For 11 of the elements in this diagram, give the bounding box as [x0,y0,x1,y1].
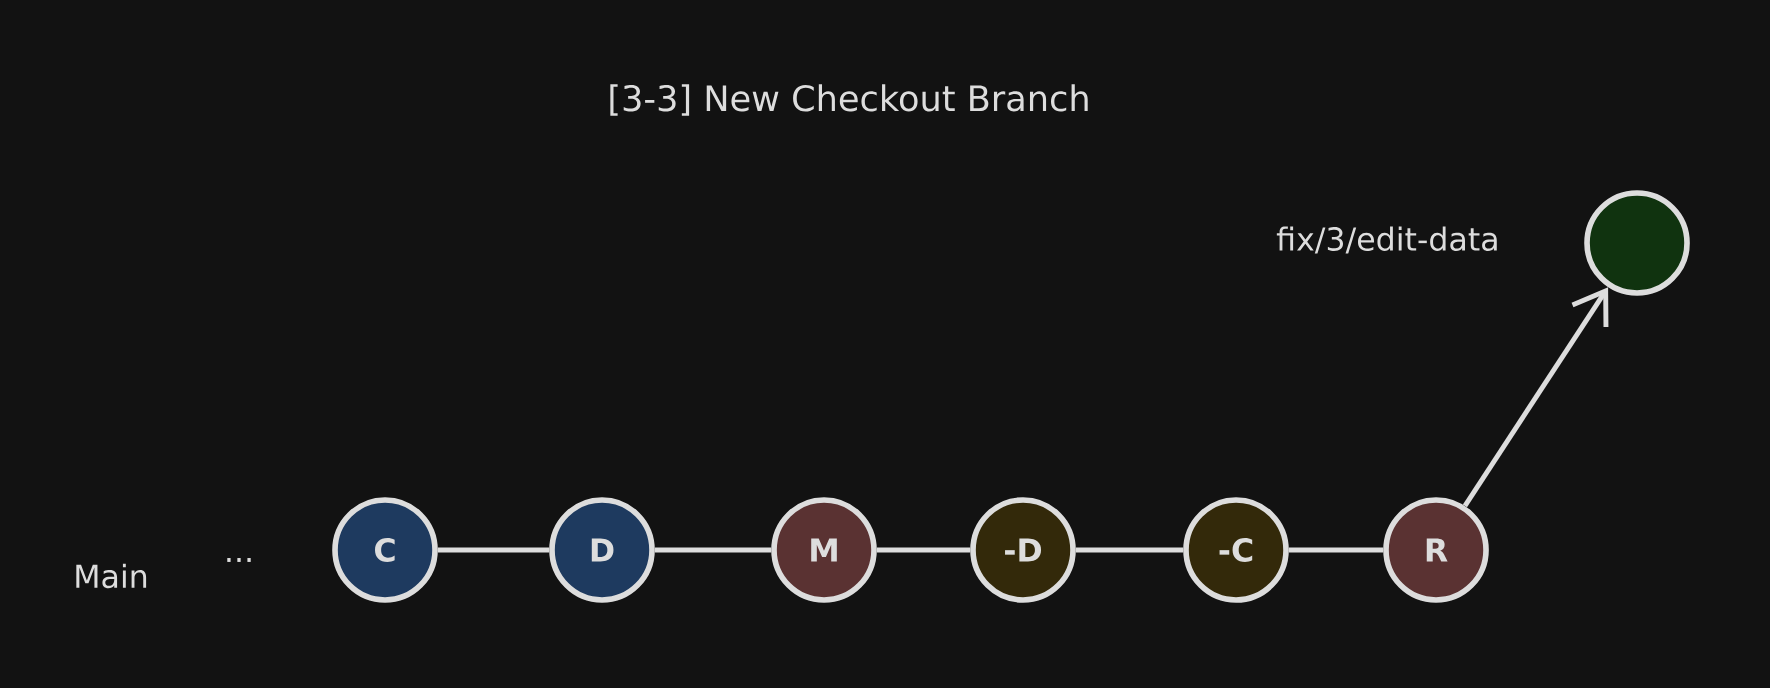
connector-line [654,547,772,553]
branch-label: fix/3/edit-data [1276,226,1497,254]
connector-line [876,547,971,553]
title: [3-3] New Checkout Branch [610,84,1088,116]
connector-line [437,547,550,553]
ellipsis: ... [227,558,251,562]
branch-label: Main [76,563,147,589]
connector-line [1288,547,1384,553]
commit-circle [1584,190,1690,296]
arrow [1462,287,1609,508]
connector-line [1075,547,1184,553]
